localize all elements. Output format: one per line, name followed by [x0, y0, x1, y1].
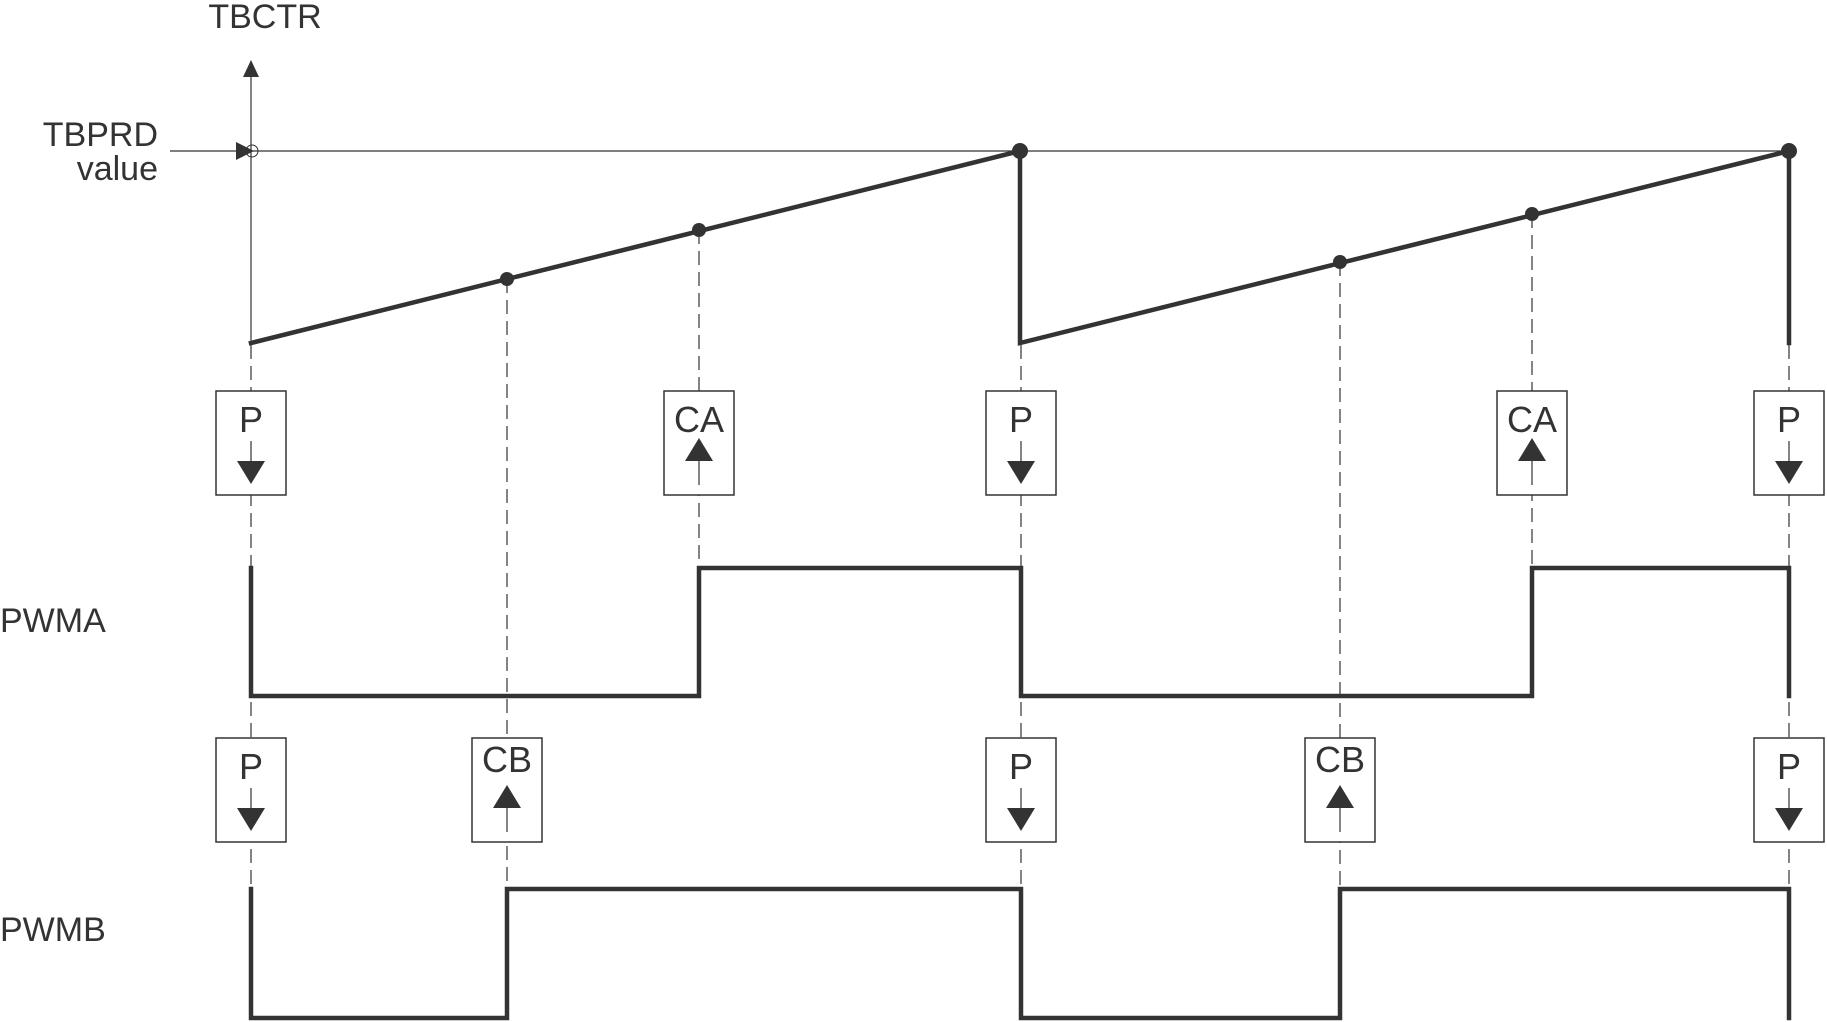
- action-box-b-cb1: CB: [471, 737, 543, 843]
- action-box-b-cb2-label: CB: [1315, 739, 1365, 780]
- pwma-label: PWMA: [0, 602, 106, 640]
- action-box-b-p3: P: [1753, 737, 1825, 843]
- action-box-b-p1-label: P: [239, 746, 263, 787]
- action-box-b-p2: P: [985, 737, 1057, 843]
- arrow-down-icon: [1007, 461, 1035, 484]
- pwmb-waveform: [248, 886, 1792, 1021]
- action-box-a-ca1: CA: [663, 390, 735, 496]
- tbctr-sawtooth-waveform: [248, 148, 1792, 346]
- tbprd-label-line2: value: [77, 150, 158, 188]
- tbprd-pointer-arrow-icon: [236, 142, 254, 160]
- arrow-down-icon: [237, 461, 265, 484]
- counter-dot-ca1: [692, 223, 706, 237]
- action-box-a-p3: P: [1753, 390, 1825, 496]
- action-box-b-p1: P: [215, 737, 287, 843]
- pwma-waveform: [248, 565, 1792, 699]
- action-box-a-ca2-label: CA: [1507, 399, 1557, 440]
- arrow-down-icon: [1007, 808, 1035, 831]
- arrow-up-icon: [493, 785, 521, 808]
- arrow-down-icon: [1775, 461, 1803, 484]
- tbctr-axis-arrow-icon: [243, 60, 259, 77]
- action-box-a-ca1-label: CA: [674, 399, 724, 440]
- action-box-a-p2-label: P: [1009, 399, 1033, 440]
- counter-dot-cb2: [1333, 255, 1347, 269]
- tbprd-label-line1: TBPRD: [43, 116, 158, 154]
- action-box-b-p3-label: P: [1777, 746, 1801, 787]
- arrow-up-icon: [1326, 785, 1354, 808]
- counter-dot-period2: [1781, 143, 1797, 159]
- action-box-b-cb1-label: CB: [482, 739, 532, 780]
- counter-dot-ca2: [1525, 207, 1539, 221]
- arrow-up-icon: [685, 438, 713, 461]
- tbctr-axis-label: TBCTR: [208, 0, 321, 36]
- action-box-b-cb2: CB: [1304, 737, 1376, 843]
- counter-dot-cb1: [500, 272, 514, 286]
- action-box-a-p1: P: [215, 390, 287, 496]
- arrow-down-icon: [1775, 808, 1803, 831]
- action-box-a-p2: P: [985, 390, 1057, 496]
- arrow-down-icon: [237, 808, 265, 831]
- pwmb-label: PWMB: [0, 911, 106, 949]
- counter-dot-period1: [1012, 143, 1028, 159]
- action-box-a-p1-label: P: [239, 399, 263, 440]
- action-box-a-p3-label: P: [1777, 399, 1801, 440]
- action-box-a-ca2: CA: [1496, 390, 1568, 496]
- action-box-b-p2-label: P: [1009, 746, 1033, 787]
- arrow-up-icon: [1518, 438, 1546, 461]
